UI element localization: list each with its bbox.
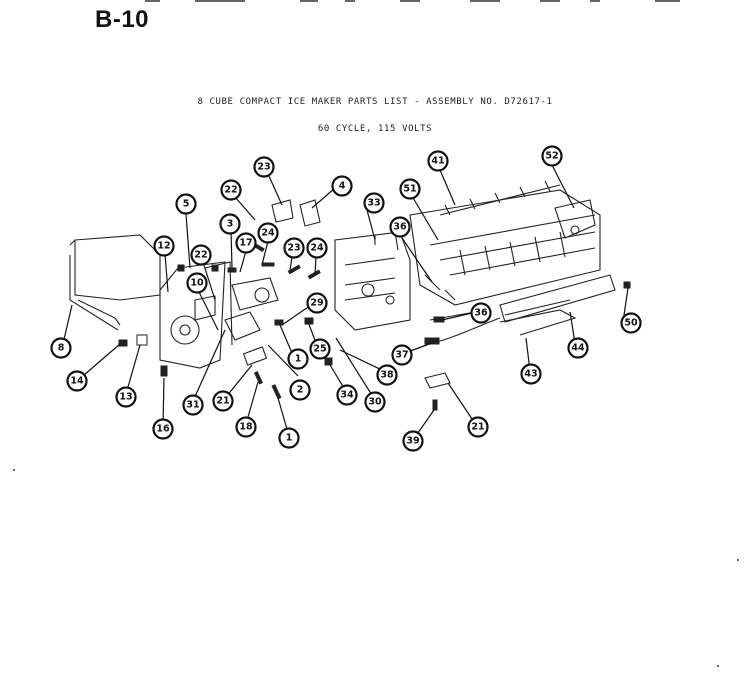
callout-label: 13	[119, 392, 132, 403]
callout-label: 38	[380, 370, 394, 381]
callout-label: 52	[545, 151, 558, 162]
callout-label: 10	[190, 278, 204, 289]
callout-50: 50	[620, 312, 642, 334]
fill-cup-part	[554, 199, 596, 239]
callout-2: 2	[289, 379, 311, 401]
callout-label: 30	[368, 397, 382, 408]
callout-31: 31	[182, 394, 204, 416]
callout-22: 22	[220, 179, 242, 201]
callout-label: 12	[157, 241, 170, 252]
callout-33: 33	[363, 192, 385, 214]
callout-label: 2	[297, 385, 304, 396]
callout-label: 23	[287, 243, 300, 254]
callout-label: 29	[310, 298, 323, 309]
callout-36: 36	[389, 216, 411, 238]
callout-label: 23	[257, 162, 270, 173]
callout-label: 5	[183, 199, 190, 210]
callout-38: 38	[376, 364, 398, 386]
callout-label: 1	[295, 354, 302, 365]
scan-specks	[13, 469, 739, 667]
callout-22: 22	[190, 244, 212, 266]
callout-44: 44	[567, 337, 589, 359]
heater-tray-part	[499, 274, 616, 336]
callout-label: 18	[239, 422, 253, 433]
callout-label: 25	[313, 344, 326, 355]
top-bracket-parts	[271, 199, 321, 227]
callout-21: 21	[212, 390, 234, 412]
callout-label: 22	[194, 250, 207, 261]
screw-parts	[118, 241, 631, 411]
callout-label: 21	[216, 396, 229, 407]
callout-13: 13	[115, 386, 137, 408]
callout-label: 39	[406, 436, 419, 447]
callout-label: 34	[340, 390, 354, 401]
callout-label: 3	[227, 219, 234, 230]
callout-label: 24	[261, 228, 275, 239]
callout-label: 14	[70, 376, 84, 387]
callout-label: 50	[624, 318, 638, 329]
callout-10: 10	[186, 272, 208, 294]
callout-12: 12	[153, 235, 175, 257]
callout-label: 41	[431, 156, 444, 167]
callout-label: 36	[474, 308, 488, 319]
callout-4: 4	[331, 175, 353, 197]
callout-label: 37	[395, 350, 408, 361]
callout-5: 5	[175, 193, 197, 215]
callout-3: 3	[219, 213, 241, 235]
leader-lines	[61, 164, 629, 441]
callout-39: 39	[402, 430, 424, 452]
callout-label: 22	[224, 185, 237, 196]
callout-label: 16	[156, 424, 170, 435]
callout-16: 16	[152, 418, 174, 440]
callout-label: 24	[310, 243, 324, 254]
callout-25: 25	[309, 338, 331, 360]
ejector-blade-part	[439, 180, 561, 216]
cover-plate-part	[69, 234, 161, 331]
motor-assembly-part	[224, 277, 279, 366]
callout-label: 51	[403, 184, 416, 195]
callout-label: 17	[239, 238, 252, 249]
diagram-title: 8 CUBE COMPACT ICE MAKER PARTS LIST - AS…	[197, 97, 553, 107]
callout-24: 24	[306, 237, 328, 259]
page-code: B-10	[95, 6, 150, 33]
callout-17: 17	[235, 232, 257, 254]
callout-label: 21	[471, 422, 484, 433]
callout-8: 8	[50, 337, 72, 359]
callout-36: 36	[470, 302, 492, 324]
callout-43: 43	[520, 363, 542, 385]
callout-23: 23	[253, 156, 275, 178]
control-housing-part	[334, 231, 411, 331]
ice-mold-part	[409, 189, 601, 306]
callout-label: 1	[286, 433, 293, 444]
callout-18: 18	[235, 416, 257, 438]
callout-51: 51	[399, 178, 421, 200]
callout-21: 21	[467, 416, 489, 438]
callout-23: 23	[283, 237, 305, 259]
callout-14: 14	[66, 370, 88, 392]
callout-label: 36	[393, 222, 407, 233]
callout-1: 1	[287, 348, 309, 370]
callout-37: 37	[391, 344, 413, 366]
callout-label: 33	[367, 198, 380, 209]
callout-1: 1	[278, 427, 300, 449]
callout-29: 29	[306, 292, 328, 314]
callout-label: 44	[571, 343, 585, 354]
callout-52: 52	[541, 145, 563, 167]
callout-41: 41	[427, 150, 449, 172]
callout-label: 31	[186, 400, 199, 411]
callout-label: 8	[58, 343, 65, 354]
small-bracket-part	[424, 372, 451, 389]
callout-label: 43	[524, 369, 537, 380]
diagram-subtitle: 60 CYCLE, 115 VOLTS	[317, 124, 433, 134]
callout-label: 4	[339, 181, 346, 192]
callout-24: 24	[257, 222, 279, 244]
callout-34: 34	[336, 384, 358, 406]
callout-30: 30	[364, 391, 386, 413]
